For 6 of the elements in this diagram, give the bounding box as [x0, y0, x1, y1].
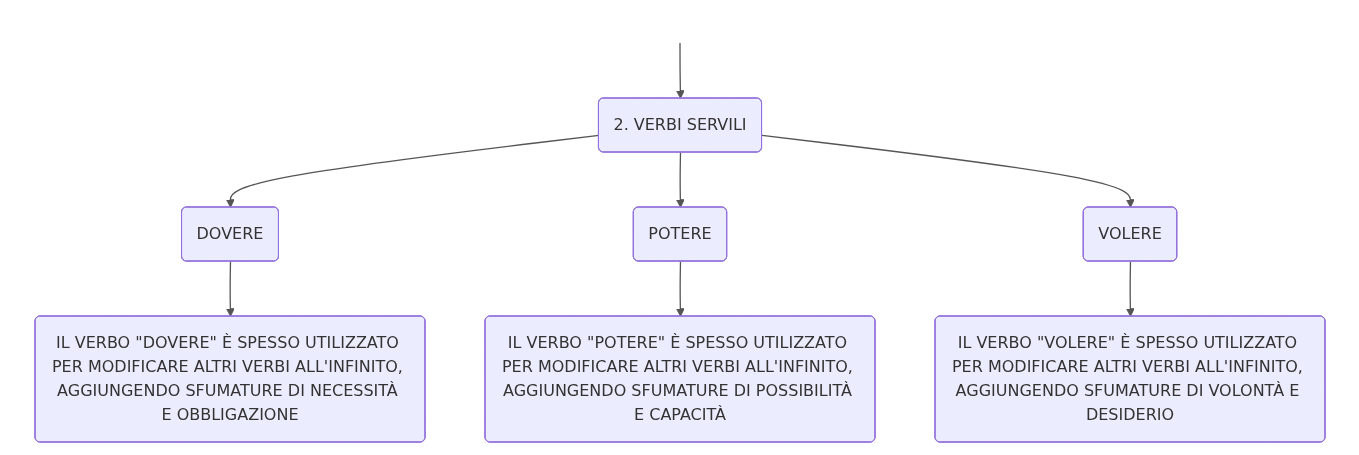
arrow [675, 151, 685, 208]
arrow [1125, 260, 1135, 317]
arrow [760, 134, 1135, 208]
arrow [225, 260, 235, 317]
arrow [675, 42, 685, 99]
arrow [675, 260, 685, 317]
